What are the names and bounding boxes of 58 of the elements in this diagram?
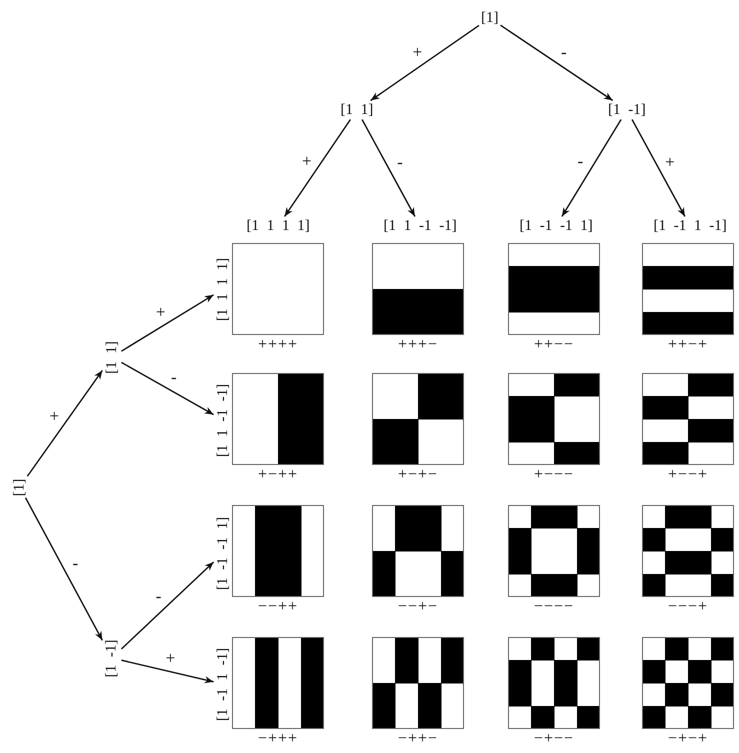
vector-label: [1 1] <box>104 340 120 374</box>
arrow <box>361 119 416 217</box>
sign-sequence: −+−+ <box>668 730 708 748</box>
pattern-square <box>372 637 464 729</box>
pattern-square <box>232 637 324 729</box>
vector-label: [1 1 1 1] <box>246 218 310 234</box>
pattern-square <box>642 373 734 465</box>
sign-sequence: +++− <box>398 336 438 354</box>
pattern-square <box>232 243 324 335</box>
sign-sequence: −−−+ <box>668 598 708 616</box>
arrow <box>24 497 103 641</box>
sign-sequence: ++−+ <box>668 336 708 354</box>
sign-sequence: −−−− <box>534 598 574 616</box>
pattern-square <box>232 505 324 597</box>
sign-sequence: +−++ <box>258 466 298 484</box>
sign-sequence: −−++ <box>258 598 298 616</box>
vector-label: [1 1] <box>340 102 374 118</box>
vector-label: [1 1 -1 -1] <box>384 218 457 234</box>
vector-label: [1 1 -1 -1] <box>216 383 231 457</box>
arrow <box>121 294 214 352</box>
arrow <box>26 370 103 477</box>
vector-label: [1 -1] <box>608 102 646 118</box>
sign-sequence: ++++ <box>258 336 298 354</box>
arrow <box>631 119 686 217</box>
pattern-square <box>372 505 464 597</box>
sign-sequence: −++− <box>398 730 438 748</box>
arrow <box>120 561 214 650</box>
pattern-square <box>642 637 734 729</box>
arrow <box>121 362 214 416</box>
arrow <box>284 119 351 217</box>
sign-sequence: −+−− <box>534 730 574 748</box>
arrow <box>561 119 622 217</box>
sign-sequence: −−+− <box>398 598 438 616</box>
vector-label: [1 -1 -1 1] <box>216 516 231 590</box>
arrow <box>500 24 614 102</box>
sign-sequence: +−+− <box>398 466 438 484</box>
vector-label: [1] <box>12 478 28 496</box>
sign-sequence: ++−− <box>534 336 574 354</box>
vector-label: [1 -1] <box>104 639 120 677</box>
sign-sequence: +−−− <box>534 466 574 484</box>
arrow <box>121 660 214 684</box>
vector-label: [1] <box>481 10 498 26</box>
vector-label: [1 -1 1 -1] <box>216 647 231 721</box>
vector-label: [1 1 1 1] <box>216 257 231 321</box>
pattern-square <box>372 373 464 465</box>
pattern-square <box>508 373 600 465</box>
pattern-square <box>642 505 734 597</box>
vector-label: [1 -1 1 -1] <box>654 218 727 234</box>
vector-label: [1 -1 -1 1] <box>520 218 593 234</box>
pattern-square <box>232 373 324 465</box>
sign-sequence: −+++ <box>258 730 298 748</box>
pattern-square <box>508 637 600 729</box>
pattern-square <box>642 243 734 335</box>
pattern-square <box>372 243 464 335</box>
sign-sequence: +−−+ <box>668 466 708 484</box>
arrow <box>370 24 480 102</box>
pattern-square <box>508 505 600 597</box>
pattern-square <box>508 243 600 335</box>
